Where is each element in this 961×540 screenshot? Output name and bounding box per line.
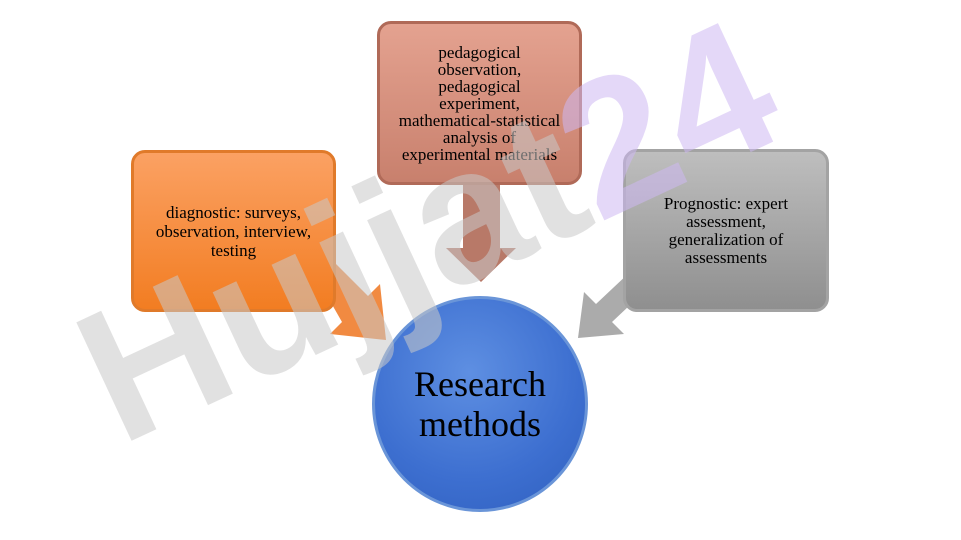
left-method-label: diagnostic: surveys, observation, interv… — [155, 202, 312, 260]
center-label: Research methods — [414, 364, 546, 444]
right-method-box: Prognostic: expert assessment, generaliz… — [623, 149, 829, 312]
left-method-box: diagnostic: surveys, observation, interv… — [131, 150, 336, 312]
right-method-label: Prognostic: expert assessment, generaliz… — [663, 193, 789, 267]
arrow-top-to-center — [446, 180, 516, 282]
center-circle: Research methods — [372, 296, 588, 512]
top-method-box: pedagogical observation, pedagogical exp… — [377, 21, 582, 185]
top-method-label: pedagogical observation, pedagogical exp… — [398, 42, 561, 164]
